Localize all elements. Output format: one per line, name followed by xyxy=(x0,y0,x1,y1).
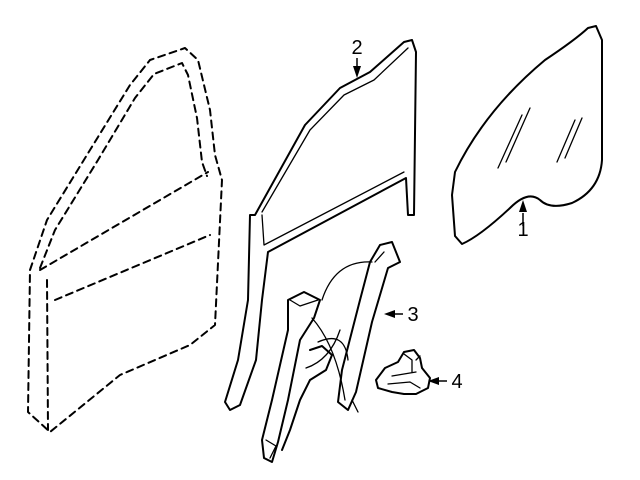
callout-2: 2 xyxy=(351,37,362,59)
part-3-window-regulator xyxy=(261,241,401,463)
leader-3 xyxy=(384,310,403,318)
arrow-1 xyxy=(519,200,527,212)
arrow-4 xyxy=(428,377,439,385)
arrow-2 xyxy=(353,66,361,78)
callout-3: 3 xyxy=(407,304,418,326)
callout-4: 4 xyxy=(451,371,462,393)
part-1-door-glass xyxy=(451,25,603,245)
leader-2 xyxy=(353,58,361,78)
part-4-regulator-motor xyxy=(375,349,431,395)
part-2-run-channel xyxy=(224,39,417,411)
leader-4 xyxy=(428,377,447,385)
callout-1: 1 xyxy=(517,219,528,241)
leader-1 xyxy=(519,200,527,226)
arrow-3 xyxy=(384,310,395,318)
door-shell-outline xyxy=(27,47,223,433)
